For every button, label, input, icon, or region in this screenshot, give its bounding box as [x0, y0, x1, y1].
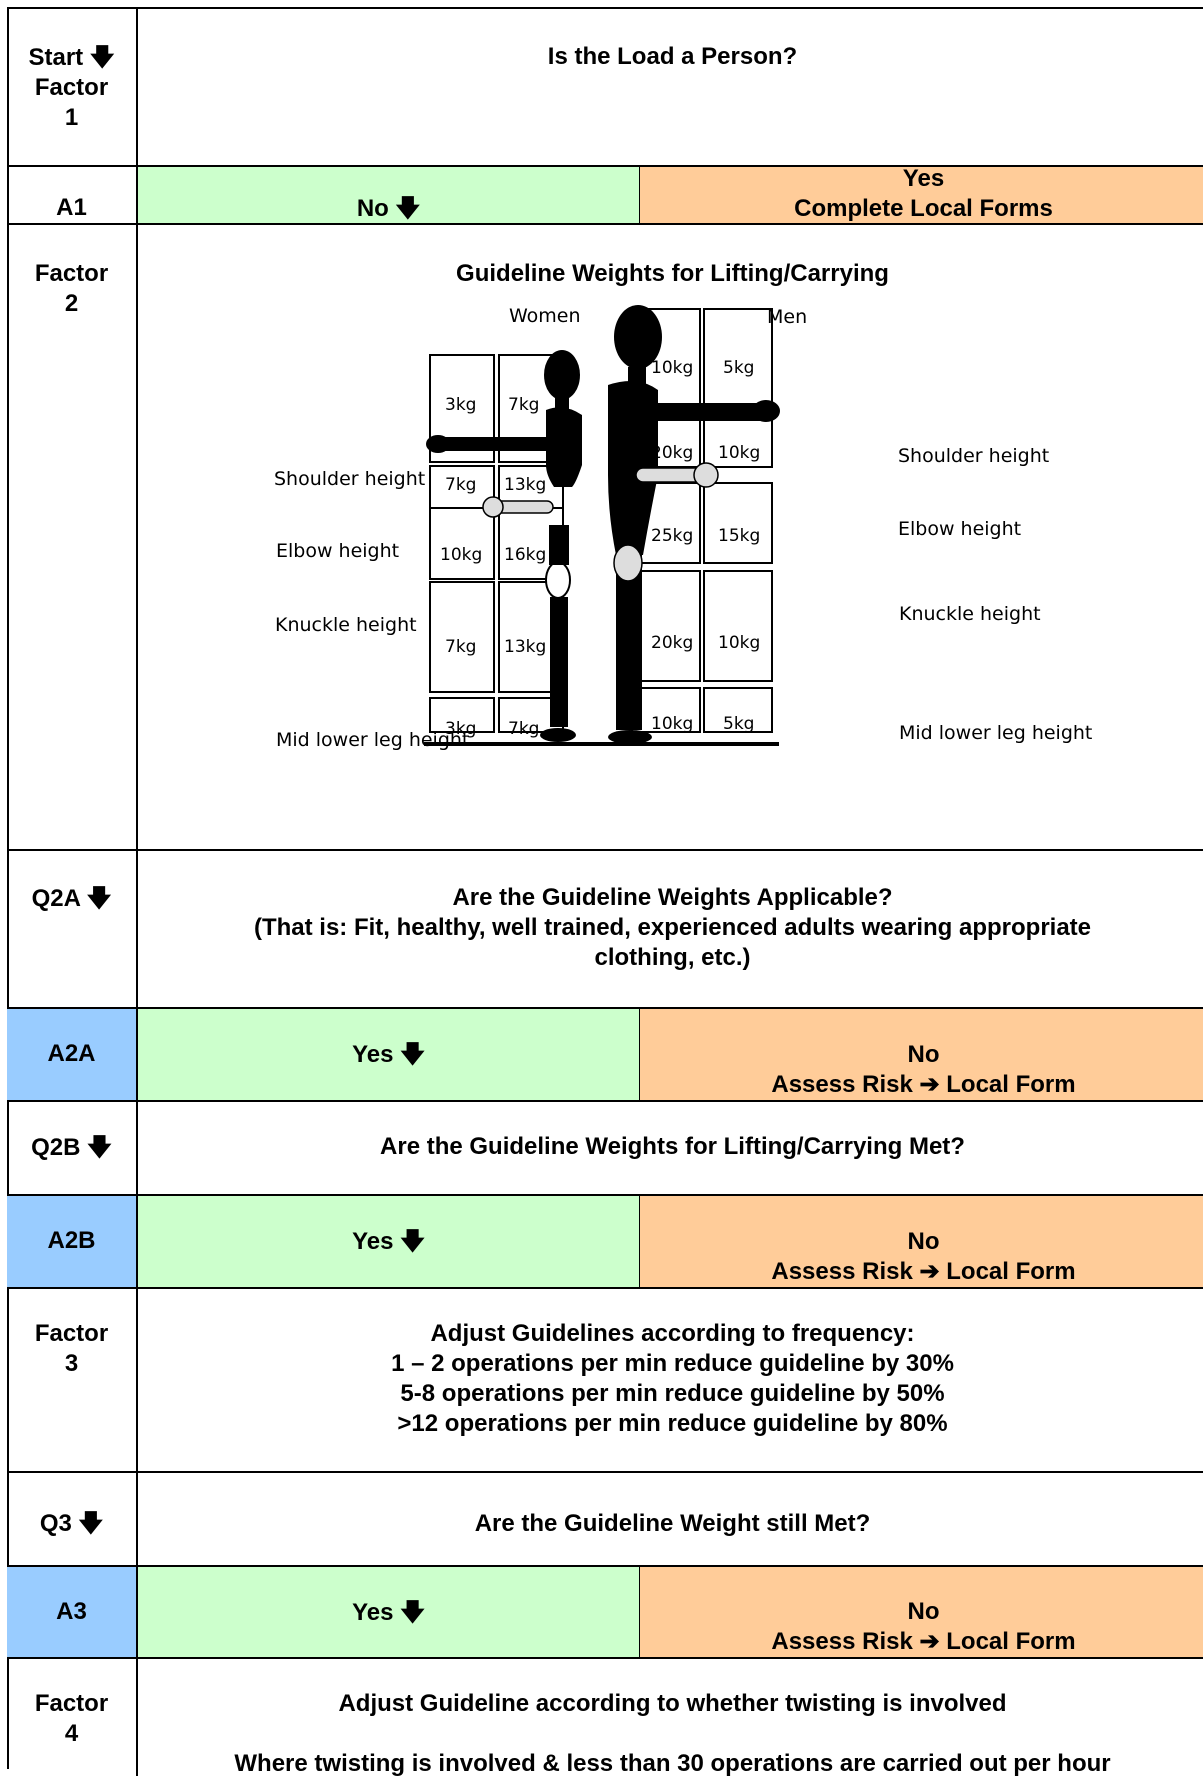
guideline-weights-section: Guideline Weights for Lifting/Carrying W… [138, 225, 1203, 849]
frequency-adjustments: Adjust Guidelines according to frequency… [391, 1320, 954, 1437]
women-weight-label: 3kg [445, 719, 477, 739]
men-weight-label: 10kg [651, 358, 694, 378]
divider [7, 1100, 1203, 1102]
women-knuckle-height-label: Knuckle height [275, 614, 417, 636]
divider [7, 849, 1203, 851]
row-label-q2a: Q2A 🡇 [7, 851, 138, 1007]
women-weight-label: 3kg [445, 395, 477, 415]
men-figure-icon [608, 305, 780, 744]
row-q3: Q3 🡇 Are the Guideline Weight still Met? [7, 1473, 1203, 1565]
women-weight-boxes [429, 354, 564, 733]
answer-yes-cell: Yes 🡇 [138, 1009, 640, 1100]
answer-no-cell: No Assess Risk ➔ Local Form [640, 1567, 1203, 1657]
answer-yes-cell: Yes Complete Local Forms [640, 165, 1203, 223]
women-weight-label: 16kg [504, 545, 547, 565]
row-label-factor2: Factor 2 [7, 225, 138, 849]
divider [7, 1194, 1203, 1196]
guideline-weights-figure: Women Men Shoulder height Elbow height K… [138, 225, 1203, 849]
table-top-border [7, 7, 1203, 9]
divider [7, 1007, 1203, 1009]
divider [7, 1565, 1203, 1567]
row-label-factor3: Factor 3 [7, 1289, 138, 1471]
row-label-q3: Q3 🡇 [7, 1473, 138, 1565]
row-label-a3: A3 [7, 1567, 138, 1657]
men-weight-label: 5kg [723, 714, 755, 734]
row-label-a1: A1 [7, 167, 138, 223]
row-label-a2b: A2B [7, 1196, 138, 1287]
women-weight-label: 7kg [445, 637, 477, 657]
row-a2a: A2A Yes 🡇 No Assess Risk ➔ Local Form [7, 1009, 1203, 1100]
row-start: Start 🡇 Factor 1 Is the Load a Person? [7, 9, 1203, 165]
down-arrow-icon: 🡇 [86, 884, 112, 912]
row-a3: A3 Yes 🡇 No Assess Risk ➔ Local Form [7, 1567, 1203, 1657]
women-weight-label: 7kg [508, 719, 540, 739]
down-arrow-icon: 🡇 [400, 1040, 425, 1068]
women-weight-label: 13kg [504, 475, 547, 495]
men-weight-label: 10kg [718, 443, 761, 463]
down-arrow-icon: 🡇 [89, 43, 115, 71]
question-guidelines-applicable: Are the Guideline Weights Applicable? (T… [253, 884, 1092, 971]
row-q2b: Q2B 🡇 Are the Guideline Weights for Lift… [7, 1102, 1203, 1194]
men-arm-icon [613, 462, 719, 582]
row-factor3: Factor 3 Adjust Guidelines according to … [7, 1289, 1203, 1471]
men-weight-label: 5kg [723, 358, 755, 378]
row-label-start: Start 🡇 Factor 1 [7, 9, 138, 165]
answer-no-cell: No 🡇 [138, 167, 640, 223]
women-shoulder-height-label: Shoulder height [274, 468, 426, 490]
women-weight-label: 10kg [440, 545, 483, 565]
men-elbow-height-label: Elbow height [898, 518, 1022, 540]
down-arrow-icon: 🡇 [395, 194, 421, 222]
answer-yes-cell: Yes 🡇 [138, 1196, 640, 1287]
answer-yes-cell: Yes 🡇 [138, 1567, 640, 1657]
table-left-border [7, 7, 9, 1769]
men-weight-label: 10kg [651, 714, 694, 734]
men-label: Men [767, 306, 808, 328]
men-shoulder-height-label: Shoulder height [898, 445, 1050, 467]
guideline-weights-title: Guideline Weights for Lifting/Carrying [456, 260, 889, 287]
men-weight-label: 20kg [651, 633, 694, 653]
answer-no-cell: No Assess Risk ➔ Local Form [640, 1196, 1203, 1287]
question-is-load-person: Is the Load a Person? [547, 43, 798, 70]
divider [7, 1471, 1203, 1473]
down-arrow-icon: 🡇 [87, 1133, 112, 1161]
women-arm-icon [482, 496, 554, 518]
row-factor2: Factor 2 Guideline Weights for Lifting/C… [7, 225, 1203, 849]
divider [7, 1657, 1203, 1659]
row-factor4: Factor 4 Adjust Guideline according to w… [7, 1659, 1203, 1776]
row-label-factor4: Factor 4 [7, 1659, 138, 1776]
women-weight-label: 7kg [445, 475, 477, 495]
row-label-a2a: A2A [7, 1009, 138, 1100]
women-elbow-height-label: Elbow height [276, 540, 400, 562]
down-arrow-icon: 🡇 [400, 1227, 425, 1255]
women-mid-lower-leg-label: Mid lower leg height [276, 729, 470, 751]
question-guidelines-met: Are the Guideline Weights for Lifting/Ca… [380, 1133, 965, 1160]
down-arrow-icon: 🡇 [78, 1509, 104, 1537]
row-a1: A1 No 🡇 Yes Complete Local Forms [7, 165, 1203, 223]
divider [7, 223, 1203, 225]
women-weight-label: 13kg [504, 637, 547, 657]
men-weight-label: 25kg [651, 526, 694, 546]
down-arrow-icon: 🡇 [400, 1598, 425, 1626]
men-weight-label: 10kg [718, 633, 761, 653]
men-weight-label: 15kg [718, 526, 761, 546]
question-guideline-still-met: Are the Guideline Weight still Met? [474, 1510, 871, 1537]
women-label: Women [509, 305, 581, 327]
row-a2b: A2B Yes 🡇 No Assess Risk ➔ Local Form [7, 1196, 1203, 1287]
men-weight-label: 20kg [651, 443, 694, 463]
row-q2a: Q2A 🡇 Are the Guideline Weights Applicab… [7, 851, 1203, 1007]
answer-no-cell: No Assess Risk ➔ Local Form [640, 1009, 1203, 1100]
men-knuckle-height-label: Knuckle height [899, 603, 1041, 625]
men-mid-lower-leg-label: Mid lower leg height [899, 722, 1093, 744]
divider [7, 165, 1203, 167]
divider [7, 1287, 1203, 1289]
women-weight-label: 7kg [508, 395, 540, 415]
row-label-q2b: Q2B 🡇 [7, 1102, 138, 1194]
women-figure-icon [426, 350, 582, 742]
body-diagram [424, 305, 780, 746]
twisting-adjustment: Adjust Guideline according to whether tw… [234, 1690, 1111, 1776]
